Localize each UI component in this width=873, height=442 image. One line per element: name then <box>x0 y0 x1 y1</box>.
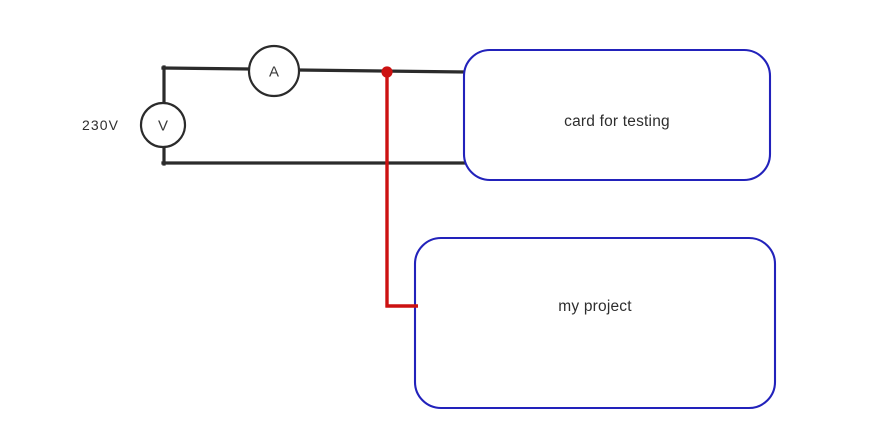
red-wire-group <box>381 66 418 308</box>
ammeter-symbol: A <box>269 64 279 81</box>
voltmeter: V <box>139 101 187 149</box>
source-voltage-label: 230V <box>82 117 120 133</box>
voltmeter-symbol: V <box>158 118 168 135</box>
box-card-for-testing <box>462 48 772 182</box>
box-label-my-project: my project <box>558 298 632 315</box>
junction-dot-tap-node <box>381 66 393 78</box>
ammeter: A <box>247 44 301 98</box>
box-my-project <box>413 236 777 410</box>
box-label-card-for-testing: card for testing <box>564 113 670 130</box>
voltmeter-circle <box>139 101 187 149</box>
black-wire-group <box>161 65 467 166</box>
ammeter-circle <box>247 44 301 98</box>
wire-top-left-segment <box>161 66 251 71</box>
